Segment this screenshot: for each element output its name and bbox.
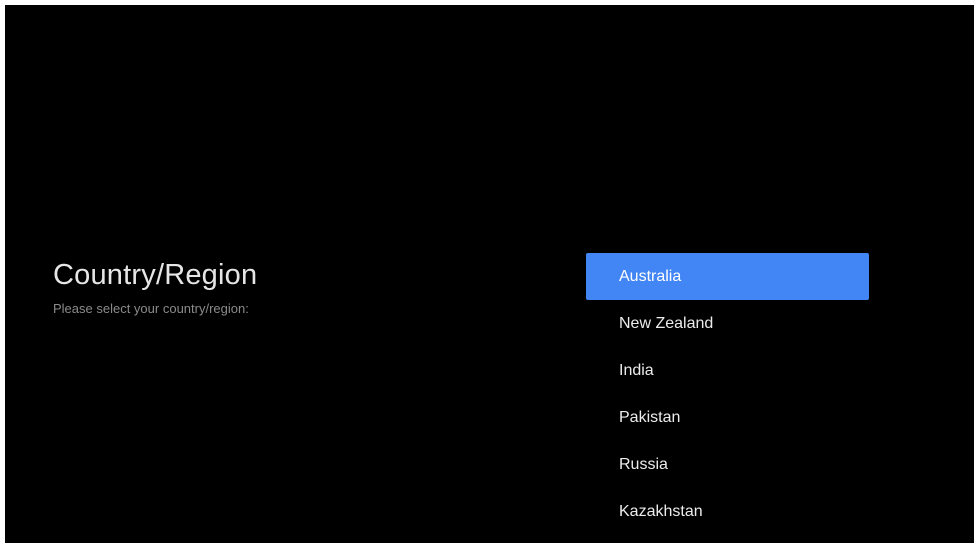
country-list: Australia New Zealand India Pakistan Rus…	[586, 253, 869, 535]
country-item-russia[interactable]: Russia	[619, 456, 668, 473]
country-item-new-zealand[interactable]: New Zealand	[619, 315, 714, 332]
setup-screen: Country/Region Please select your countr…	[5, 5, 974, 543]
country-item-india[interactable]: India	[619, 362, 654, 379]
country-item-kazakhstan[interactable]: Kazakhstan	[619, 503, 703, 520]
country-item-australia[interactable]: Australia	[586, 253, 869, 300]
page-title: Country/Region	[53, 259, 258, 291]
page-subtitle: Please select your country/region:	[53, 301, 249, 316]
country-item-pakistan[interactable]: Pakistan	[619, 409, 681, 426]
